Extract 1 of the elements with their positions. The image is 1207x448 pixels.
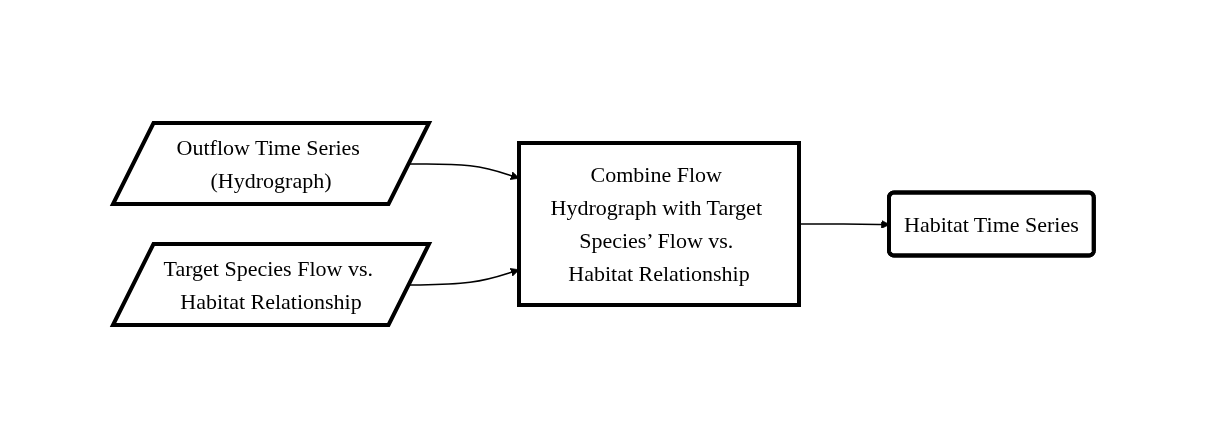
node-box: Combine Flow Hydrograph with Target Species’ Flow vs. Habitat Relationship [517,141,802,307]
